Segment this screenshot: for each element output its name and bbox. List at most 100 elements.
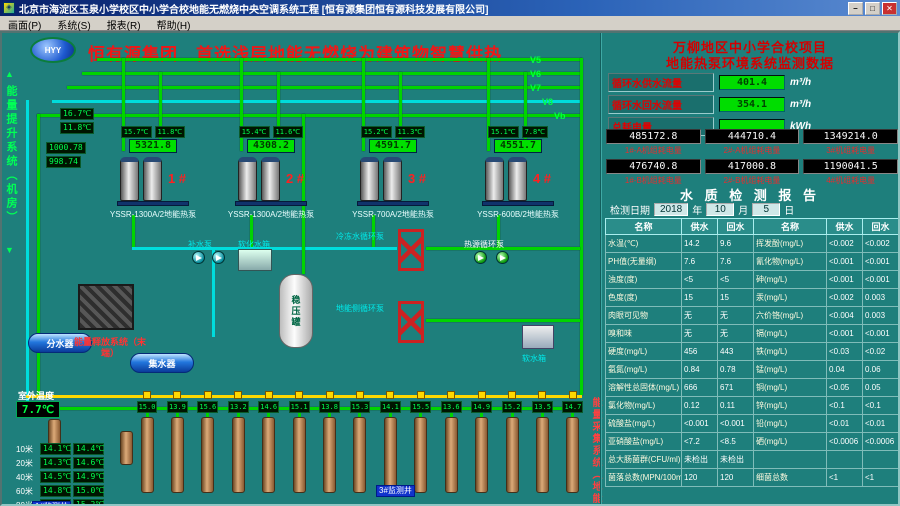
depth-temp-display: 15.2℃ — [73, 499, 104, 504]
energy-counters: 485172.8 1#-A机组耗电量 444710.4 2#-A机组耗电量 13… — [606, 129, 898, 186]
well-cylinder — [323, 417, 337, 493]
well-pipe — [267, 413, 271, 417]
valve-icon[interactable] — [295, 391, 304, 399]
valve-icon[interactable] — [264, 391, 273, 399]
water-quality-row: 肉眼可见物 无 无 六价铬(mg/L) <0.004 0.003 — [605, 306, 898, 325]
ground-well: 14.9 — [469, 391, 495, 493]
minimize-button[interactable]: – — [848, 1, 863, 15]
unit-energy-display: 4551.7 — [493, 139, 543, 153]
heat-pump-unit[interactable]: 15.1℃ 7.8℃ 4551.7 4 # YSSR-600B/2地能热泵 — [462, 126, 574, 220]
well-cylinder — [566, 417, 580, 493]
pipe-segment — [497, 215, 500, 247]
wq-name-cell: 铁(mg/L) — [753, 342, 827, 361]
valve-icon[interactable] — [173, 391, 182, 399]
wq-value-cell: <0.001 — [862, 252, 898, 271]
pipe-segment — [132, 215, 135, 247]
wq-name-cell: 总大肠菌群(CFU/ml) — [605, 450, 682, 469]
well-cylinder — [353, 417, 367, 493]
well-cylinder — [505, 417, 519, 493]
pipe-segment — [122, 58, 125, 151]
menu-item[interactable]: 画面(P) — [8, 21, 42, 32]
energy-counter-display: 417000.8 — [704, 159, 800, 174]
menu-item[interactable]: 系统(S) — [57, 21, 91, 32]
pump-icon[interactable] — [496, 251, 509, 264]
wq-value-cell: 0.11 — [717, 396, 754, 415]
unit-energy-display: 4308.2 — [246, 139, 296, 153]
wq-header-cell: 回水 — [862, 218, 898, 235]
wq-value-cell: <0.02 — [862, 342, 898, 361]
report-day-field[interactable]: 5 — [752, 203, 781, 216]
valve-icon[interactable] — [538, 391, 547, 399]
flow-metric-label: 循环水回水流量 — [608, 95, 714, 114]
valve-icon[interactable] — [386, 391, 395, 399]
unit-temp-display: 15.7℃ — [120, 126, 152, 138]
energy-counter: 485172.8 1#-A机组耗电量 — [606, 129, 701, 156]
pump-icon[interactable] — [212, 251, 225, 264]
wq-name-cell: 菌落总数(MPN/100mL) — [605, 468, 682, 487]
wq-value-cell: 0.06 — [862, 360, 898, 379]
report-year-field[interactable]: 2018 — [654, 203, 689, 216]
valve-icon[interactable] — [568, 391, 577, 399]
compressor-cylinder — [142, 157, 162, 201]
wq-value-cell: <0.001 — [826, 252, 863, 271]
energy-counter-display: 1349214.0 — [803, 129, 898, 144]
ground-well: 15.0 — [134, 391, 160, 493]
wq-name-cell: 色度(度) — [605, 288, 682, 307]
pump-icon[interactable] — [474, 251, 487, 264]
valve-icon[interactable] — [234, 391, 243, 399]
energy-counter-display: 444710.4 — [704, 129, 800, 144]
temp-display: 11.8℃ — [60, 122, 95, 134]
year-unit: 年 — [692, 206, 703, 217]
depth-temp-display: 14.9℃ — [73, 471, 104, 483]
wq-name-cell: 硬度(mg/L) — [605, 342, 682, 361]
flow-metric-unit: m³/h — [790, 77, 812, 88]
water-quality-row: 水温(℃) 14.2 9.6 挥发酚(mg/L) <0.002 <0.002 — [605, 234, 898, 253]
well-temp-display: 14.9 — [471, 401, 493, 413]
report-month-field[interactable]: 10 — [706, 203, 735, 216]
valve-icon[interactable] — [416, 391, 425, 399]
well-temp-display: 13.6 — [440, 401, 462, 413]
pipe-segment — [250, 215, 253, 247]
heat-pump-unit[interactable]: 15.2℃ 11.3℃ 4591.7 3 # YSSR-700A/2地能热泵 — [337, 126, 449, 220]
heat-pump-unit[interactable]: 15.4℃ 11.6℃ 4308.2 2 # YSSR-1300A/2地能热泵 — [215, 126, 327, 220]
valve-icon[interactable] — [143, 391, 151, 399]
close-button[interactable]: ✕ — [882, 1, 897, 15]
menu-item[interactable]: 帮助(H) — [156, 21, 191, 32]
well-cylinder — [414, 417, 428, 493]
pipe-segment — [372, 215, 375, 247]
menu-item[interactable]: 报表(R) — [106, 21, 141, 32]
unit-temp-display: 11.3℃ — [394, 126, 426, 138]
maximize-button[interactable]: □ — [865, 1, 880, 15]
energy-counter-display: 1190041.5 — [803, 159, 898, 174]
pipe-segment — [399, 72, 402, 151]
ground-well: 15.3 — [347, 391, 373, 493]
water-quality-row: 色度(度) 15 15 汞(mg/L) <0.002 0.003 — [605, 288, 898, 307]
wq-value-cell: <0.002 — [826, 288, 863, 307]
valve-icon[interactable] — [508, 391, 517, 399]
wq-value-cell: 120 — [681, 468, 718, 487]
ground-loop-pump-label: 地能侧循环泵 — [336, 304, 384, 313]
heat-exchanger[interactable] — [398, 229, 424, 271]
valve-icon[interactable] — [355, 391, 364, 399]
flow-metric-row: 循环水供水流量 401.4 m³/h — [608, 73, 811, 92]
softener-tank — [238, 249, 272, 271]
heat-pump-unit[interactable]: 15.7℃ 11.8℃ 5321.8 1 # YSSR-1300A/2地能热泵 — [97, 126, 209, 220]
heat-exchanger[interactable] — [398, 301, 424, 343]
monitor-well-label: 1#监测井 — [32, 501, 71, 504]
valve-icon[interactable] — [447, 391, 456, 399]
valve-icon[interactable] — [203, 391, 212, 399]
release-system-label: 能量释放系统（末端） — [74, 337, 147, 358]
wq-name-cell: 硫酸盐(mg/L) — [605, 414, 682, 433]
well-temp-display: 13.2 — [227, 401, 249, 413]
unit-body: 1 # — [119, 155, 186, 201]
unit-temp-display: 11.8℃ — [154, 126, 186, 138]
well-cylinder — [262, 417, 276, 493]
valve-icon[interactable] — [325, 391, 334, 399]
pump-icon[interactable] — [192, 251, 205, 264]
ground-well: 13.6 — [438, 391, 464, 493]
energy-counter-label: 2#-A机组耗电量 — [723, 146, 781, 155]
wq-name-cell: 氨氮(mg/L) — [605, 360, 682, 379]
valve-icon[interactable] — [477, 391, 486, 399]
pipe-segment — [212, 247, 215, 337]
